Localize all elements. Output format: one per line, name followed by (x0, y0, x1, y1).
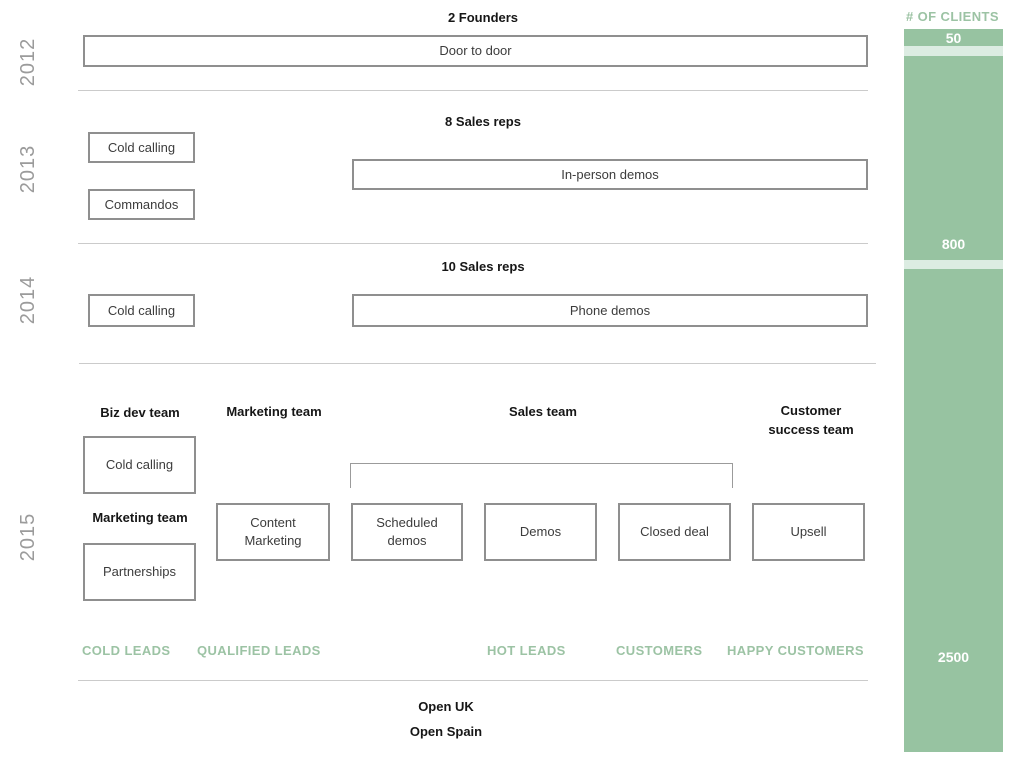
heading-customer-success-team: Customer success team (768, 403, 854, 437)
box-cold-calling-2013: Cold calling (88, 132, 195, 163)
box-in-person-demos: In-person demos (352, 159, 868, 190)
stage-label-happy-customers: HAPPY CUSTOMERS (727, 643, 864, 658)
box-cold-calling-2015: Cold calling (83, 436, 196, 494)
stage-label-qualified-leads: QUALIFIED LEADS (197, 643, 321, 658)
heading-marketing-team-sub: Marketing team (92, 510, 188, 525)
heading-sales-team: Sales team (509, 404, 577, 419)
divider-2014-2015 (79, 363, 876, 364)
box-content-marketing: Content Marketing (216, 503, 330, 561)
sales-team-bracket (350, 463, 733, 488)
stage-label-hot-leads: HOT LEADS (487, 643, 566, 658)
box-upsell: Upsell (752, 503, 865, 561)
box-partnerships: Partnerships (83, 543, 196, 601)
clients-bar-gap-1 (904, 46, 1003, 56)
box-commandos: Commandos (88, 189, 195, 220)
clients-bar-gap-2 (904, 260, 1003, 269)
footer-open-uk: Open UK (418, 699, 474, 714)
clients-column-header: # OF CLIENTS (906, 9, 999, 24)
heading-biz-dev-team: Biz dev team (100, 405, 180, 420)
divider-2012-2013 (78, 90, 868, 91)
heading-marketing-team: Marketing team (226, 404, 322, 419)
heading-2-founders: 2 Founders (447, 10, 519, 25)
divider-2013-2014 (78, 243, 868, 244)
year-label-2012: 2012 (17, 37, 39, 87)
stage-label-cold-leads: COLD LEADS (82, 643, 171, 658)
stage-label-customers: CUSTOMERS (616, 643, 703, 658)
box-cold-calling-2014: Cold calling (88, 294, 195, 327)
clients-value-2012: 50 (945, 30, 962, 46)
clients-value-2014: 800 (941, 236, 966, 252)
heading-8-sales-reps: 8 Sales reps (445, 114, 521, 129)
clients-bar-2013-2014: 800 (904, 56, 1003, 260)
box-phone-demos: Phone demos (352, 294, 868, 327)
box-demos: Demos (484, 503, 597, 561)
year-label-2015: 2015 (17, 512, 39, 562)
box-scheduled-demos: Scheduled demos (351, 503, 463, 561)
year-label-2014: 2014 (17, 275, 39, 325)
box-door-to-door: Door to door (83, 35, 868, 67)
clients-bar-2012: 50 (904, 29, 1003, 46)
footer-open-spain: Open Spain (409, 724, 483, 739)
year-label-2013: 2013 (17, 144, 39, 194)
clients-value-2015: 2500 (937, 649, 970, 665)
divider-footer (78, 680, 868, 681)
box-closed-deal: Closed deal (618, 503, 731, 561)
clients-bar-2015: 2500 (904, 269, 1003, 752)
heading-10-sales-reps: 10 Sales reps (441, 259, 525, 274)
